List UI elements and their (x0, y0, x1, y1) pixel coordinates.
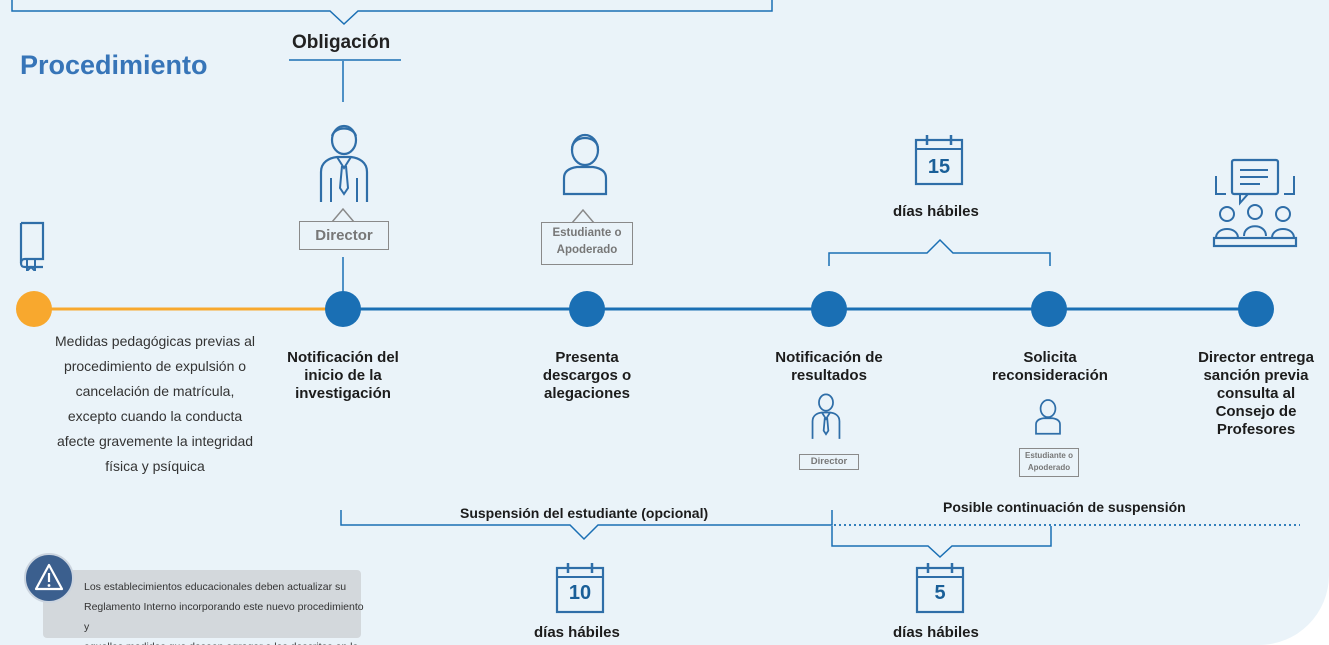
student-tag: Estudiante o Apoderado (541, 222, 633, 265)
suspension-optional-label: Suspensión del estudiante (opcional) (460, 505, 709, 521)
suspension-bracket (340, 510, 833, 541)
director-small-icon (811, 393, 841, 439)
step-node-6 (1238, 291, 1274, 327)
fifteen-days-bracket (828, 238, 1051, 266)
step-label-5: Solicita reconsideración (992, 349, 1108, 384)
step-label-4: Notificación de resultados (775, 349, 883, 384)
warning-icon (34, 563, 64, 591)
student-tag-line1: Estudiante o (552, 227, 622, 239)
calendar-days-5: 5 (934, 582, 946, 604)
step-node-2 (325, 291, 361, 327)
warning-badge (24, 553, 74, 603)
top-days-label: días hábiles (893, 203, 979, 220)
step-label-6: Director entrega sanción previa consulta… (1198, 349, 1314, 438)
obligation-label: Obligación (292, 32, 391, 53)
director-person-icon (319, 124, 369, 202)
student-small-tag-line2: Apoderado (1027, 463, 1071, 472)
step-label-3: Presenta descargos o alegaciones (542, 349, 632, 402)
student-person-icon (562, 133, 608, 196)
calendar-days-15: 15 (927, 156, 951, 178)
step-node-1 (16, 291, 52, 327)
step-node-3 (569, 291, 605, 327)
note-text: Los establecimientos educacionales deben… (84, 577, 364, 645)
director-tag-notch (331, 207, 355, 223)
top-bracket (11, 0, 773, 26)
student-small-tag: Estudiante o Apoderado (1019, 448, 1079, 477)
student-small-tag-line1: Estudiante o (1024, 451, 1073, 460)
step-node-4 (811, 291, 847, 327)
step-label-1: Medidas pedagógicas previas al procedimi… (55, 333, 256, 474)
calendar-icon-10 (555, 563, 605, 614)
calendar-days-10: 10 (568, 582, 592, 604)
step-label-2: Notificación del inicio de la investigac… (287, 349, 399, 402)
council-meeting-icon (1212, 158, 1298, 248)
step-node-5 (1031, 291, 1067, 327)
bottom-left-days-label: días hábiles (534, 624, 620, 641)
student-small-icon (1035, 399, 1061, 435)
student-tag-notch (571, 208, 595, 224)
bottom-right-days-label: días hábiles (893, 624, 979, 641)
book-icon (19, 221, 45, 271)
suspension-continuation-label: Posible continuación de suspensión (943, 499, 1186, 515)
note-line-2: Reglamento Interno incorporando este nue… (84, 601, 364, 633)
calendar-icon (914, 135, 964, 186)
note-line-3: aquellas medidas que desean agregar a la… (84, 637, 364, 645)
note-box (43, 570, 361, 638)
five-days-bracket (831, 526, 1052, 559)
director-tag: Director (299, 221, 389, 250)
page-title: Procedimiento (20, 50, 208, 80)
director-small-tag: Director (799, 454, 859, 470)
student-tag-line2: Apoderado (556, 244, 618, 256)
calendar-icon-5 (915, 563, 965, 614)
note-line-1: Los establecimientos educacionales deben… (84, 581, 347, 593)
